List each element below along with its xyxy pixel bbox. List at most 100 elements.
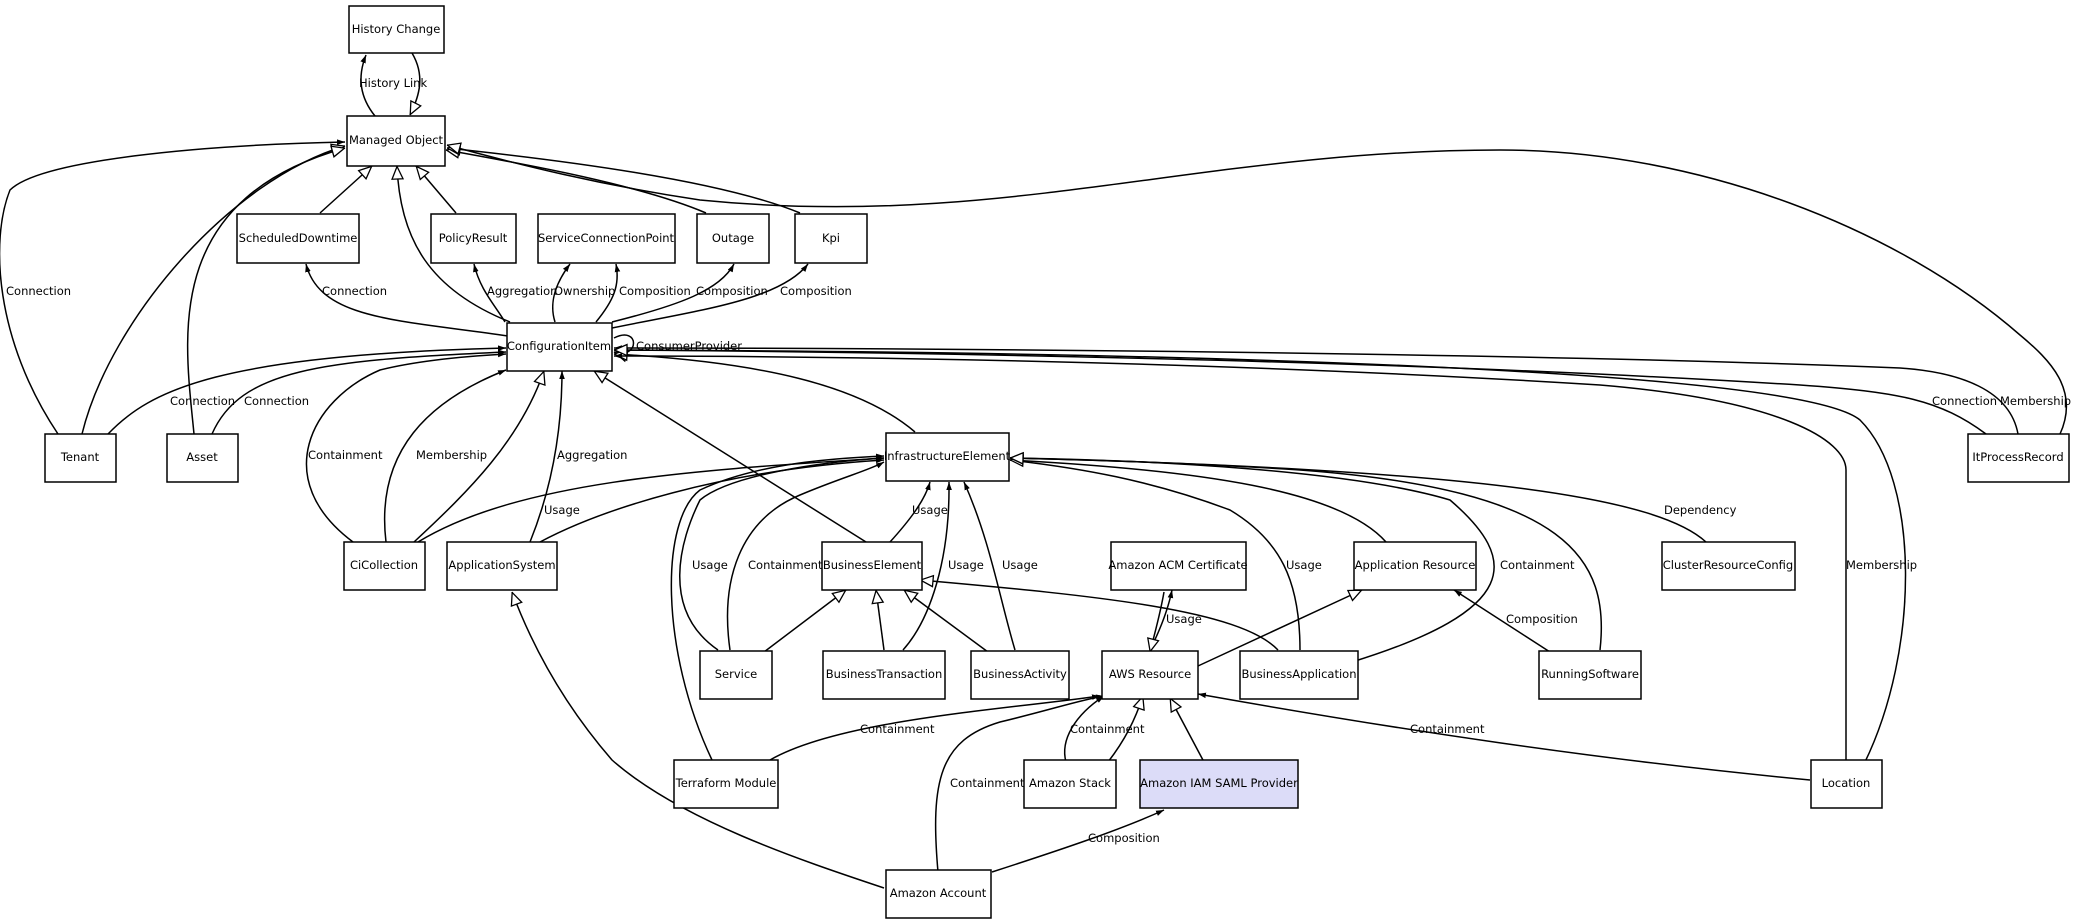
edge-cicol-ie-usage	[417, 455, 885, 543]
edge-kpi-mo-inherit	[447, 148, 801, 214]
node-amazon-acm-certificate[interactable]: Amazon ACM Certificate	[1108, 541, 1248, 591]
edge-acm-aws-inherit	[1150, 591, 1165, 652]
node-application-resource[interactable]: Application Resource	[1353, 541, 1477, 591]
node-aws-resource[interactable]: AWS Resource	[1101, 650, 1199, 700]
label-membership-cicol: Membership	[416, 448, 487, 462]
node-running-software[interactable]: RunningSoftware	[1538, 650, 1642, 700]
node-cluster-resource-config-label: ClusterResourceConfig	[1663, 558, 1793, 572]
node-kpi[interactable]: Kpi	[794, 213, 868, 264]
node-application-system[interactable]: ApplicationSystem	[446, 541, 558, 591]
edge-appsys-ie-usage	[539, 457, 885, 543]
node-scheduled-downtime-label: ScheduledDowntime	[239, 231, 358, 245]
node-terraform-module-label: Terraform Module	[675, 776, 777, 790]
edge-cicol-ci-containment	[305, 351, 507, 543]
edge-ci-outage-composition	[611, 263, 735, 323]
edge-stack-aws-inherit	[1107, 696, 1143, 763]
node-location-label: Location	[1822, 776, 1871, 790]
edge-history-change-inherit	[409, 52, 420, 115]
node-managed-object-label: Managed Object	[349, 133, 444, 147]
edge-stack-aws-containment	[1064, 695, 1105, 763]
node-history-change-label: History Change	[352, 22, 441, 36]
edge-ci-scp-ownership	[551, 263, 571, 323]
node-tenant-label: Tenant	[60, 450, 100, 464]
edge-rs-appres-composition	[1453, 589, 1551, 653]
edge-service-ie-usage	[679, 455, 885, 651]
node-amazon-account-label: Amazon Account	[890, 886, 987, 900]
node-terraform-module[interactable]: Terraform Module	[673, 759, 779, 809]
label-composition-outage: Composition	[696, 284, 768, 298]
label-connection-itpr: Connection	[1932, 394, 1997, 408]
node-infrastructure-element-label: InfrastructureElement	[884, 449, 1011, 463]
node-managed-object[interactable]: Managed Object	[346, 115, 446, 167]
node-ci-collection[interactable]: CiCollection	[343, 541, 426, 591]
node-amazon-iam-saml-provider-label: Amazon IAM SAML Provider	[1140, 776, 1298, 790]
edge-sd-mo-inherit	[319, 166, 372, 214]
edge-asset-mo-inherit	[186, 148, 345, 435]
node-service-connection-point[interactable]: ServiceConnectionPoint	[537, 213, 676, 264]
edge-busapp-ie-usage	[1009, 458, 1301, 651]
node-outage-label: Outage	[712, 231, 754, 245]
node-configuration-item[interactable]: ConfigurationItem	[506, 322, 613, 372]
edge-tf-aws-containment	[769, 694, 1101, 761]
node-service[interactable]: Service	[699, 650, 773, 700]
label-usage-service-ie: Usage	[692, 558, 728, 572]
label-history-link: History Link	[359, 76, 427, 90]
edge-outage-mo-inherit	[446, 150, 707, 214]
node-business-application[interactable]: BusinessApplication	[1239, 650, 1359, 700]
label-usage-bt-ie: Usage	[948, 558, 984, 572]
node-ci-collection-label: CiCollection	[350, 558, 418, 572]
label-containment-account: Containment	[950, 776, 1025, 790]
node-business-element-label: BusinessElement	[823, 558, 922, 572]
label-composition-account: Composition	[1088, 831, 1160, 845]
node-cluster-resource-config[interactable]: ClusterResourceConfig	[1661, 541, 1796, 591]
node-infrastructure-element[interactable]: InfrastructureElement	[884, 432, 1011, 482]
node-asset-label: Asset	[186, 450, 218, 464]
node-business-transaction-label: BusinessTransaction	[826, 667, 943, 681]
node-amazon-stack[interactable]: Amazon Stack	[1023, 759, 1117, 809]
node-application-resource-label: Application Resource	[1355, 558, 1476, 572]
node-business-transaction[interactable]: BusinessTransaction	[822, 650, 946, 700]
label-composition-kpi: Composition	[780, 284, 852, 298]
label-containment-stack: Containment	[1070, 722, 1145, 736]
edge-itpr-ci-membership	[613, 345, 2019, 435]
node-amazon-acm-certificate-label: Amazon ACM Certificate	[1108, 558, 1247, 572]
node-business-activity[interactable]: BusinessActivity	[970, 650, 1070, 700]
edge-saml-aws-inherit	[1169, 698, 1205, 763]
node-history-change[interactable]: History Change	[348, 5, 445, 54]
label-dependency-crc: Dependency	[1664, 503, 1737, 517]
node-business-application-label: BusinessApplication	[1242, 667, 1357, 681]
label-usage-aws-acm: Usage	[1166, 612, 1202, 626]
edge-tenant-mo-connection	[0, 139, 346, 435]
node-policy-result[interactable]: PolicyResult	[430, 213, 517, 264]
edge-ci-kpi-composition	[611, 263, 809, 329]
node-location[interactable]: Location	[1810, 759, 1883, 809]
edge-location-ci-membership	[613, 353, 1847, 765]
edge-location-aws-containment	[1197, 692, 1811, 781]
edge-service-ie-containment	[726, 461, 885, 651]
node-aws-resource-label: AWS Resource	[1109, 667, 1191, 681]
node-amazon-iam-saml-provider[interactable]: Amazon IAM SAML Provider	[1139, 759, 1299, 809]
label-connection-sd: Connection	[322, 284, 387, 298]
edge-ci-pr-aggregation	[473, 263, 506, 323]
node-outage[interactable]: Outage	[696, 213, 770, 264]
node-amazon-account[interactable]: Amazon Account	[885, 869, 992, 919]
edge-ci-scp-composition	[595, 263, 621, 323]
label-containment-busapp-ie: Containment	[1500, 558, 1575, 572]
node-tenant[interactable]: Tenant	[44, 433, 117, 483]
edge-itpr-ci-connection	[613, 347, 1987, 435]
edge-pr-mo-inherit	[416, 166, 457, 214]
edge-ba-be-inherit	[904, 590, 989, 653]
label-usage-ba-ie: Usage	[1002, 558, 1038, 572]
label-ownership-scp: Ownership	[554, 284, 615, 298]
node-business-element[interactable]: BusinessElement	[821, 541, 923, 591]
node-it-process-record[interactable]: ItProcessRecord	[1967, 433, 2070, 483]
edge-history-link	[360, 54, 376, 117]
label-usage-cicol-ie: Usage	[544, 503, 580, 517]
node-asset[interactable]: Asset	[166, 433, 239, 483]
node-scheduled-downtime[interactable]: ScheduledDowntime	[236, 213, 360, 264]
edge-bt-be-inherit	[876, 590, 885, 651]
label-usage-be-ie: Usage	[912, 503, 948, 517]
node-running-software-label: RunningSoftware	[1541, 667, 1639, 681]
label-connection-tenant-mo: Connection	[6, 284, 71, 298]
edge-ci-sd-connection	[305, 263, 509, 337]
